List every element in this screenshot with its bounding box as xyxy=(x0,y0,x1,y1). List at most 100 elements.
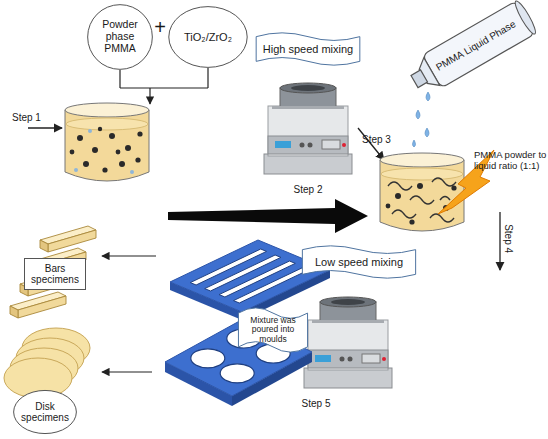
join-lines xyxy=(149,88,150,104)
beaker xyxy=(380,153,464,167)
step-label: Step 2 xyxy=(286,184,330,195)
text-holder: Disk specimens xyxy=(13,390,77,434)
banner-outline xyxy=(238,308,307,352)
liquid-bottle: PMMA Liquid Phase xyxy=(405,0,548,92)
banner-outline xyxy=(302,246,415,278)
specimen-label: Bars specimens xyxy=(24,258,86,290)
ingredient-circle: TiO₂/ZrO₂ xyxy=(168,6,248,68)
text-holder: TiO₂/ZrO₂ xyxy=(168,6,248,68)
beaker xyxy=(430,214,454,222)
circle-outline xyxy=(14,390,77,433)
step-banner: Mixture was poured into moulds xyxy=(237,304,309,356)
step-banner: High speed mixing xyxy=(254,30,362,68)
liquid-drops xyxy=(416,110,420,119)
liquid-drops xyxy=(413,140,416,147)
bar-specimen xyxy=(40,240,48,252)
text-holder: Low speed mixing xyxy=(300,243,418,281)
circle-outline xyxy=(169,7,247,68)
ingredient-circle: Powder phase PMMA xyxy=(87,4,153,70)
beaker xyxy=(83,161,89,167)
beaker xyxy=(381,168,463,180)
node-text: Disk specimens xyxy=(20,401,70,423)
node-text: High speed mixing xyxy=(263,43,354,55)
beaker xyxy=(130,170,134,174)
bottle-outline xyxy=(405,0,538,98)
step-label: Step 1 xyxy=(12,112,56,123)
bar-specimen xyxy=(18,296,66,318)
beaker xyxy=(137,131,142,136)
beaker xyxy=(135,157,140,162)
bar-specimen xyxy=(10,306,18,318)
beaker xyxy=(410,196,434,204)
node-text: Mixture was poured into moulds xyxy=(242,316,304,345)
beaker xyxy=(395,193,401,199)
bottle-outline xyxy=(411,70,428,88)
step-arrow xyxy=(28,127,62,128)
bottle-outline xyxy=(422,1,535,88)
liquid-drops xyxy=(425,128,429,137)
beaker xyxy=(409,219,414,224)
text-holder: Mixture was poured into moulds xyxy=(237,304,309,356)
plus-sign: + xyxy=(150,16,170,38)
text-holder: Bars specimens xyxy=(25,259,85,289)
step-banner: Low speed mixing xyxy=(300,243,418,281)
disk-specimen xyxy=(4,328,90,398)
beaker xyxy=(125,145,131,151)
bar-specimen xyxy=(10,226,96,318)
beaker xyxy=(380,153,464,231)
beaker xyxy=(392,210,416,218)
beaker xyxy=(74,168,78,172)
beaker xyxy=(380,160,464,231)
leader-arrow xyxy=(102,371,152,372)
beaker xyxy=(65,103,149,181)
circle-outline xyxy=(88,5,153,70)
disk-mould xyxy=(220,364,254,383)
step-arrow xyxy=(499,212,500,270)
beaker xyxy=(388,182,412,190)
join-lines xyxy=(120,87,208,88)
beaker xyxy=(119,161,125,167)
bar-specimen xyxy=(10,292,66,318)
beaker xyxy=(65,103,149,117)
beaker xyxy=(451,185,456,190)
join-lines xyxy=(120,68,208,104)
beaker xyxy=(70,127,143,173)
beaker xyxy=(65,110,149,181)
step-label: Step 3 xyxy=(362,134,406,145)
step-label: Step 5 xyxy=(294,398,338,409)
liquid-drops xyxy=(413,92,431,147)
beaker xyxy=(74,129,134,174)
beaker xyxy=(98,127,102,131)
beaker xyxy=(70,150,75,155)
ratio-note: PMMA powder to liquid ratio (1:1) xyxy=(474,150,548,171)
join-lines xyxy=(119,70,120,88)
liquid-drops xyxy=(426,92,430,101)
join-lines xyxy=(207,68,208,88)
beaker xyxy=(92,147,98,153)
big-arrow xyxy=(168,199,368,233)
beaker xyxy=(388,178,456,222)
node-text: TiO₂/ZrO₂ xyxy=(184,31,232,43)
step-label: Step 4 xyxy=(502,217,513,261)
text-holder: PMMA Liquid Phase xyxy=(419,7,533,84)
bar-specimen xyxy=(48,230,96,252)
node-text: Bars specimens xyxy=(31,263,79,285)
mixer-machine xyxy=(304,297,392,388)
beaker xyxy=(417,183,423,189)
beaker xyxy=(116,150,121,155)
beaker xyxy=(66,118,148,130)
banner-outline xyxy=(256,33,360,65)
disk-mould xyxy=(191,349,225,368)
bar-mould xyxy=(190,249,309,303)
beaker xyxy=(432,178,456,186)
text-holder: High speed mixing xyxy=(254,30,362,68)
node-text: Powder phase PMMA xyxy=(94,19,146,54)
specimen-label: Disk specimens xyxy=(13,390,77,434)
bar-specimen xyxy=(40,226,96,252)
bar-mould xyxy=(234,267,310,303)
beaker xyxy=(386,183,457,225)
node-text: Low speed mixing xyxy=(315,256,403,268)
beaker xyxy=(88,129,92,133)
beaker xyxy=(386,204,391,209)
leader-arrow xyxy=(102,255,156,256)
